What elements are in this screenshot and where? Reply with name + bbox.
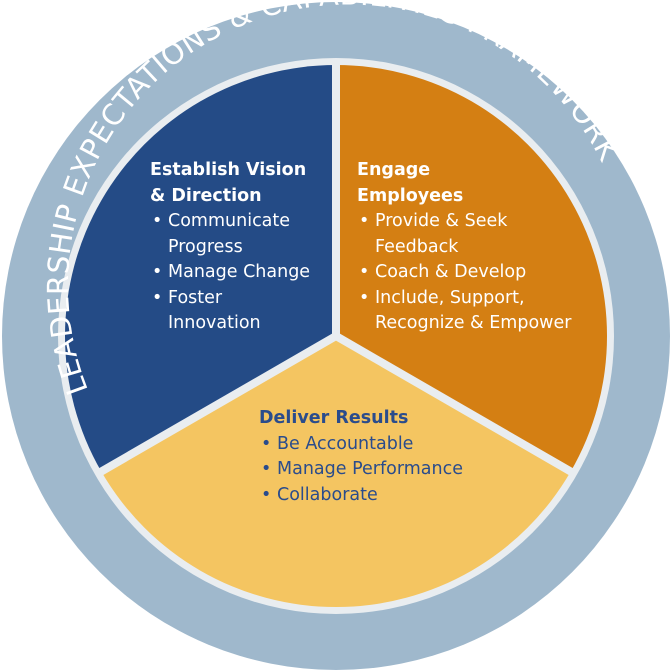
engage-heading-line-2: Employees: [357, 185, 464, 206]
vision-heading-line-1: Establish Vision: [150, 160, 307, 180]
engage-bullet: Include, Support,Recognize & Empower: [357, 286, 597, 337]
vision-heading-line-2: & Direction: [150, 185, 262, 206]
vision-text-block: Establish Vision & Direction Communicate…: [150, 158, 340, 337]
engage-heading-line-1: Engage: [357, 160, 431, 180]
results-heading: Deliver Results: [259, 408, 409, 428]
engage-bullet: Coach & Develop: [357, 260, 597, 286]
results-text-block: Deliver Results Be Accountable Manage Pe…: [259, 406, 499, 508]
vision-bullet: Manage Change: [150, 260, 340, 286]
results-bullet: Manage Performance: [259, 457, 499, 483]
results-bullet: Collaborate: [259, 483, 499, 509]
results-bullet-list: Be Accountable Manage Performance Collab…: [259, 432, 499, 509]
results-bullet: Be Accountable: [259, 432, 499, 458]
engage-text-block: Engage Employees Provide & SeekFeedback …: [357, 158, 597, 337]
